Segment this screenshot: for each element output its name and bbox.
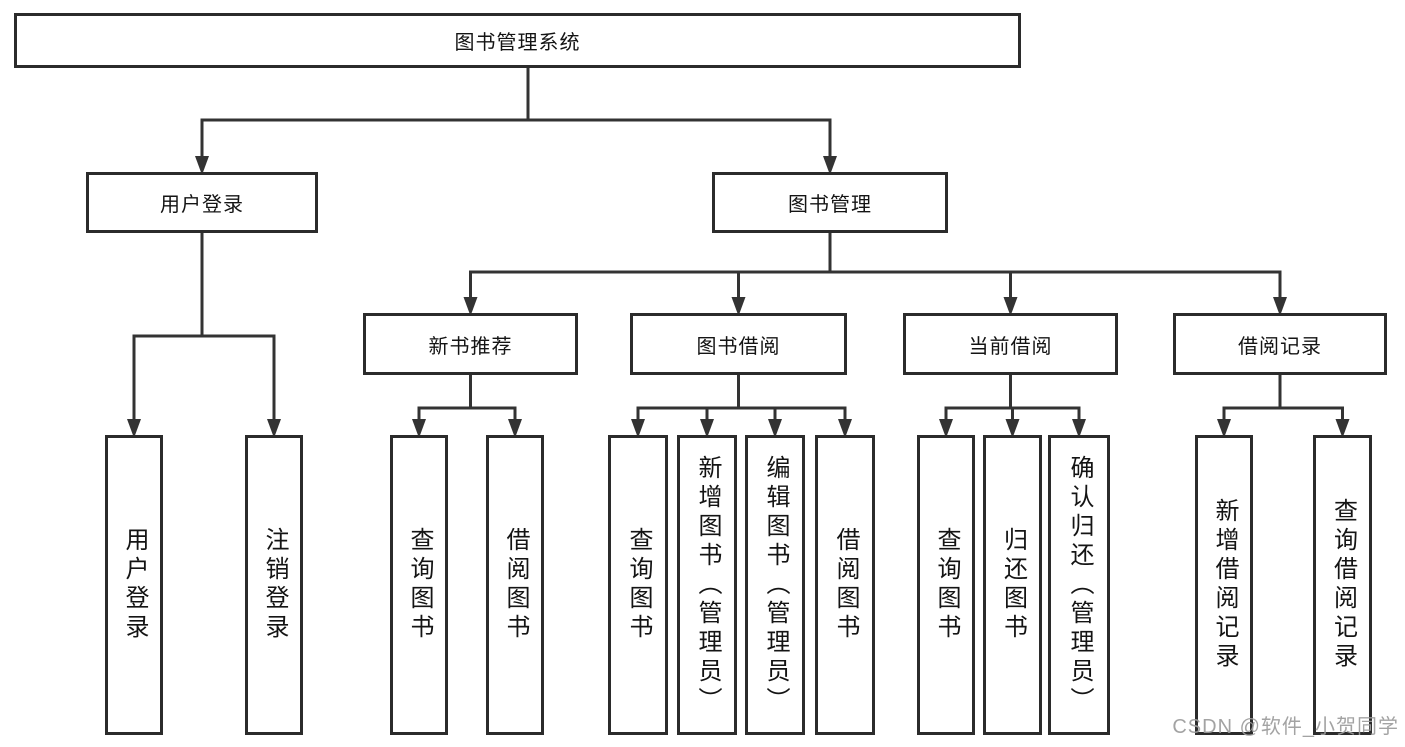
node-bb-borrow-book: 借阅图书 — [815, 435, 875, 735]
arrowhead-icon — [939, 419, 953, 438]
node-bb-edit-book: 编辑图书（管理员） — [745, 435, 805, 735]
node-label: 编辑图书（管理员） — [762, 454, 789, 716]
node-borrow-records: 借阅记录 — [1173, 313, 1387, 375]
node-bb-add-book: 新增图书（管理员） — [677, 435, 737, 735]
arrowhead-icon — [412, 419, 426, 438]
node-label: 借阅图书 — [502, 527, 529, 643]
node-label: 新增借阅记录 — [1211, 498, 1238, 672]
csdn-watermark: CSDN @软件_小贺同学 — [1172, 716, 1399, 738]
node-root: 图书管理系统 — [14, 13, 1021, 68]
node-rec-query-book: 查询图书 — [390, 435, 448, 735]
arrowhead-icon — [700, 419, 714, 438]
node-label: 用户登录 — [121, 527, 148, 643]
arrowhead-icon — [1273, 297, 1287, 316]
node-user-login-group: 用户登录 — [86, 172, 318, 233]
arrowhead-icon — [1005, 419, 1020, 438]
node-book-mgmt: 图书管理 — [712, 172, 948, 233]
arrowhead-icon — [838, 419, 852, 438]
node-cb-query-book: 查询图书 — [917, 435, 975, 735]
arrowhead-icon — [731, 297, 746, 316]
node-br-query-record: 查询借阅记录 — [1313, 435, 1372, 735]
node-label: 当前借阅 — [968, 335, 1053, 358]
node-new-book-rec: 新书推荐 — [363, 313, 578, 375]
node-label: 注销登录 — [261, 527, 288, 643]
node-current-borrow: 当前借阅 — [903, 313, 1118, 375]
arrowhead-icon — [1217, 419, 1231, 438]
node-label: 借阅记录 — [1238, 335, 1322, 358]
arrowhead-icon — [1072, 419, 1086, 438]
node-label: 借阅图书 — [832, 527, 859, 643]
node-bb-query-book: 查询图书 — [608, 435, 668, 735]
node-label: 用户登录 — [160, 194, 244, 216]
arrowhead-icon — [768, 419, 782, 438]
node-login: 用户登录 — [105, 435, 163, 735]
node-label: 查询图书 — [406, 527, 433, 643]
arrowhead-icon — [463, 297, 478, 316]
arrowhead-icon — [1003, 297, 1018, 316]
node-cb-return-book: 归还图书 — [983, 435, 1042, 735]
arrowhead-icon — [508, 419, 522, 438]
arrowhead-icon — [823, 156, 837, 175]
node-rec-borrow-book: 借阅图书 — [486, 435, 544, 735]
node-cb-confirm-return: 确认归还（管理员） — [1048, 435, 1110, 735]
node-label: 确认归还（管理员） — [1066, 454, 1093, 716]
node-logout: 注销登录 — [245, 435, 303, 735]
arrowhead-icon — [631, 419, 645, 438]
node-label: 查询图书 — [625, 527, 652, 643]
arrowhead-icon — [267, 419, 281, 438]
node-label: 查询借阅记录 — [1329, 498, 1357, 672]
arrowhead-icon — [195, 156, 209, 175]
node-label: 图书管理 — [788, 194, 872, 216]
node-label: 新书推荐 — [428, 335, 513, 358]
arrowhead-icon — [127, 419, 141, 438]
node-label: 图书借阅 — [696, 335, 781, 358]
node-label: 新增图书（管理员） — [694, 454, 721, 716]
arrowhead-icon — [1335, 419, 1350, 438]
node-book-borrow: 图书借阅 — [630, 313, 847, 375]
node-label: 归还图书 — [999, 527, 1027, 643]
node-br-add-record: 新增借阅记录 — [1195, 435, 1253, 735]
node-label: 查询图书 — [933, 527, 960, 643]
node-label: 图书管理系统 — [454, 32, 581, 54]
